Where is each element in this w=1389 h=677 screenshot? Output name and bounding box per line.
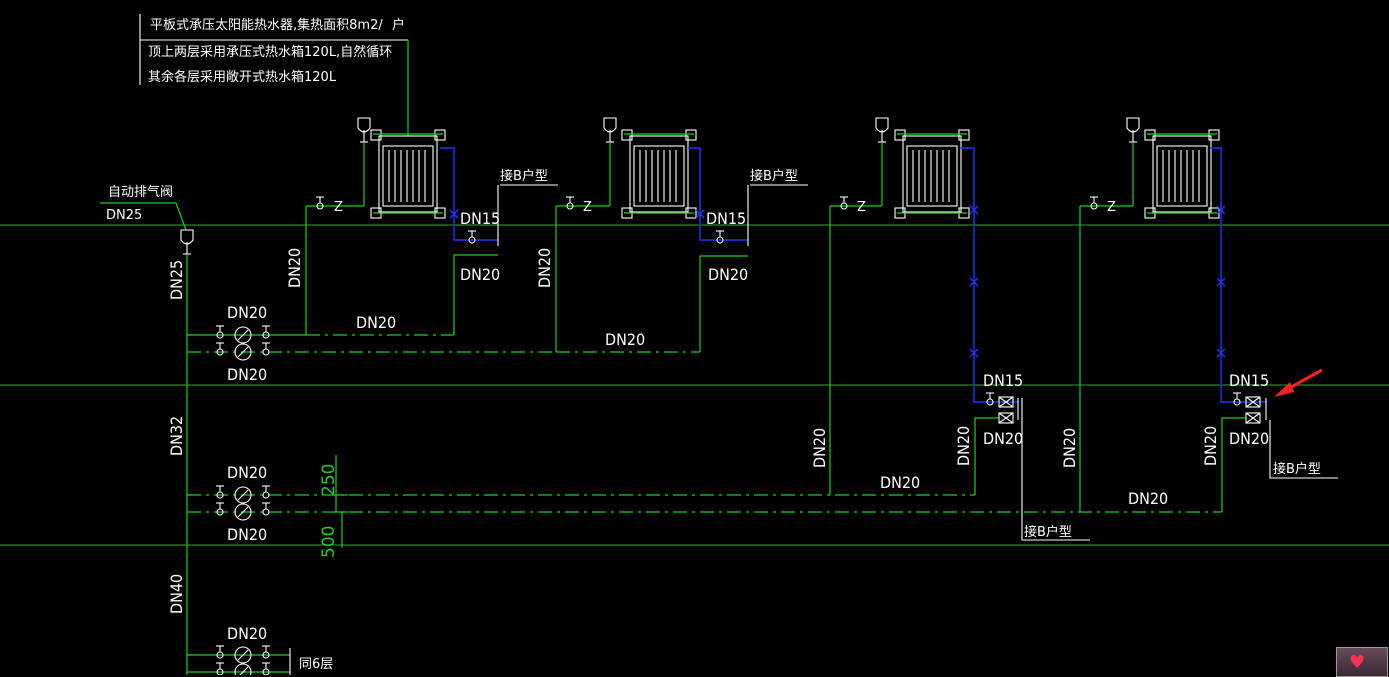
valve-icon	[1232, 392, 1242, 406]
valve-icon	[261, 342, 271, 356]
note-line1: 平板式承压太阳能热水器,集热面积8m2/	[150, 17, 383, 33]
meter2-dn20-top: DN20	[227, 463, 267, 482]
dim-250: 250	[319, 464, 339, 496]
solar-heater-icon	[1144, 129, 1220, 219]
dim-500: 500	[319, 526, 339, 558]
valve-icon	[261, 645, 271, 659]
unit1-btype: 接B户型	[500, 168, 548, 184]
svg-text:Z: Z	[334, 200, 343, 215]
valve-icon	[1245, 412, 1261, 424]
same-floor-label: 同6层	[299, 657, 333, 672]
valve-icon	[215, 342, 225, 356]
unit2-dn20-riser: DN20	[535, 248, 554, 288]
air-valve-icon	[1126, 117, 1140, 143]
note-line3: 其余各层采用敞开式热水箱120L	[148, 69, 337, 85]
note-line1-suffix: 户	[392, 17, 405, 33]
valve-icon	[215, 485, 225, 499]
valve-icon	[985, 392, 995, 406]
floor-top-branch: DN20 DN20 DN20 DN20	[187, 303, 700, 384]
unit-2: Z DN15 接B户型 DN20 DN20	[535, 117, 808, 352]
valve-icon	[215, 502, 225, 516]
riser-dn32: DN32	[167, 416, 186, 456]
valve-icon	[839, 196, 849, 210]
valve-icon	[261, 662, 271, 675]
unit4-dn20-supply: DN20	[1229, 429, 1269, 448]
unit-4: Z DN15 接B户型 DN20 DN20 DN20	[1060, 117, 1338, 512]
unit3-dn15: DN15	[983, 371, 1023, 390]
air-valve-label: 自动排气阀	[108, 184, 173, 200]
riser-dn40: DN40	[167, 574, 186, 614]
meter1-dn20-bottom: DN20	[227, 365, 267, 384]
svg-text:Z: Z	[857, 200, 866, 215]
valve-icon	[261, 502, 271, 516]
unit1-dn15: DN15	[460, 209, 500, 228]
status-corner-widget[interactable]: ♥	[1336, 647, 1388, 677]
unit4-dn20-vert: DN20	[1201, 426, 1220, 466]
valve-icon	[467, 230, 477, 244]
unit3-dn20-vert: DN20	[954, 426, 973, 466]
unit4-btype: 接B户型	[1273, 461, 1321, 477]
valve-icon	[215, 325, 225, 339]
unit1-dn20-supply: DN20	[460, 265, 500, 284]
meter3-dn20-top: DN20	[227, 624, 267, 643]
meter2-dn20-bottom: DN20	[227, 525, 267, 544]
branch-dn20-a: DN20	[356, 313, 396, 332]
unit3-dn20-riser: DN20	[810, 428, 829, 468]
riser-dn25: DN25	[167, 260, 186, 300]
floor-mid-branch: DN20 DN20 DN20 DN20 250 500	[187, 455, 1222, 558]
air-valve-icon	[180, 229, 194, 255]
branch-dn20-b: DN20	[605, 330, 645, 349]
note-line2: 顶上两层采用承压式热水箱120L,自然循环	[148, 44, 392, 60]
unit4-dn15: DN15	[1229, 371, 1269, 390]
air-valve-icon	[603, 117, 617, 143]
valve-icon	[715, 230, 725, 244]
solar-heater-icon	[894, 129, 970, 219]
air-valve-icon	[357, 117, 371, 143]
unit4-dn20-riser: DN20	[1060, 428, 1079, 468]
air-valve-dn25: DN25	[106, 208, 142, 223]
unit-1: Z DN15 接B户型 DN20 DN20	[285, 117, 558, 335]
valve-icon	[215, 662, 225, 675]
air-valve-icon	[875, 117, 889, 143]
solar-heater-icon	[621, 129, 697, 219]
valve-icon	[261, 325, 271, 339]
red-arrow	[1274, 368, 1323, 397]
unit2-btype: 接B户型	[750, 168, 798, 184]
meter-icon	[234, 663, 252, 675]
svg-text:Z: Z	[583, 200, 592, 215]
unit3-btype: 接B户型	[1024, 524, 1072, 540]
meter1-dn20-top: DN20	[227, 303, 267, 322]
unit1-dn20-riser: DN20	[285, 248, 304, 288]
valve-icon	[261, 485, 271, 499]
unit2-dn15: DN15	[706, 209, 746, 228]
valve-icon	[565, 196, 575, 210]
unit-3: Z DN15 接B户型 DN20 DN20 DN20	[810, 117, 1090, 541]
unit2-dn20-supply: DN20	[708, 265, 748, 284]
heart-icon: ♥	[1349, 652, 1366, 673]
solar-heater-icon	[370, 129, 446, 219]
valve-icon	[1089, 196, 1099, 210]
branch-dn20-c: DN20	[880, 473, 920, 492]
branch-dn20-d: DN20	[1128, 489, 1168, 508]
floor-bottom-branch: DN20 同6层	[187, 624, 333, 675]
unit3-dn20-supply: DN20	[983, 429, 1023, 448]
valve-icon	[215, 645, 225, 659]
valve-icon	[315, 196, 325, 210]
valve-icon	[998, 412, 1014, 424]
svg-text:Z: Z	[1107, 200, 1116, 215]
